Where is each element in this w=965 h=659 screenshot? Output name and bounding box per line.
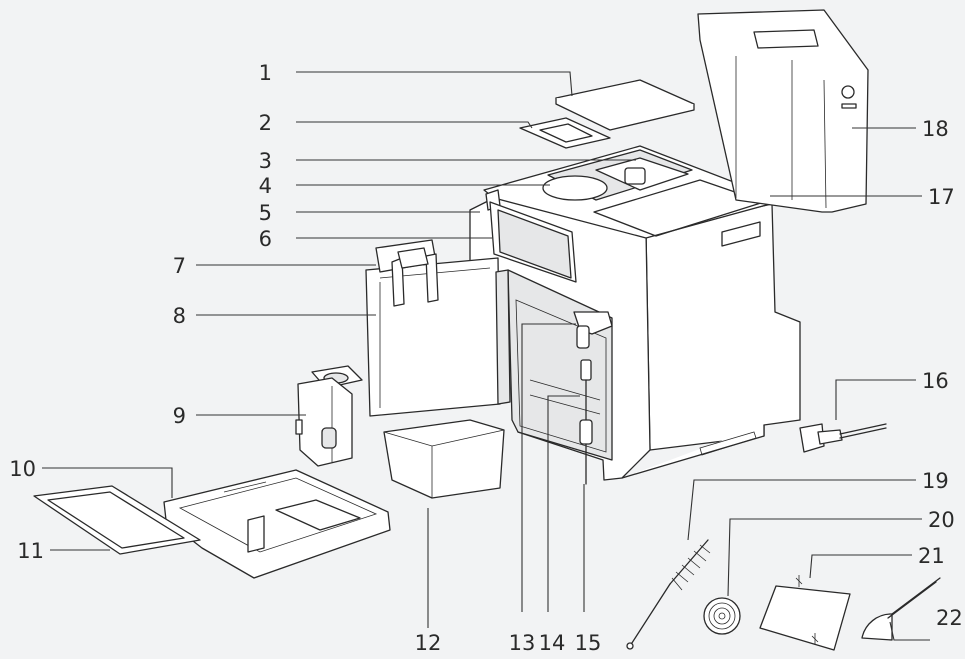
callout-numbers: 1 2 3 4 5 6 7 8 9 10 11 12 13 14 15 16 1… bbox=[9, 61, 962, 655]
callout-7: 7 bbox=[173, 254, 186, 278]
callout-9: 9 bbox=[173, 404, 186, 428]
cleaning-cloth bbox=[759, 575, 851, 651]
callout-15: 15 bbox=[575, 631, 602, 655]
drip-tray bbox=[163, 469, 391, 579]
callout-2: 2 bbox=[259, 111, 272, 135]
callout-13: 13 bbox=[509, 631, 536, 655]
callout-10: 10 bbox=[9, 457, 36, 481]
bean-lid bbox=[555, 79, 695, 131]
callout-18: 18 bbox=[922, 117, 949, 141]
water-tank bbox=[697, 9, 869, 213]
filter-grate bbox=[519, 117, 611, 149]
callout-6: 6 bbox=[259, 227, 272, 251]
brew-unit bbox=[295, 365, 363, 467]
callout-1: 1 bbox=[259, 61, 272, 85]
callout-12: 12 bbox=[415, 631, 442, 655]
callout-3: 3 bbox=[259, 149, 272, 173]
water-filter-disc bbox=[703, 597, 741, 635]
callout-20: 20 bbox=[928, 508, 955, 532]
callout-8: 8 bbox=[173, 304, 186, 328]
grounds-container bbox=[383, 419, 505, 499]
side-door bbox=[365, 257, 511, 417]
machine-body bbox=[469, 145, 887, 485]
drip-block bbox=[375, 239, 439, 307]
callout-16: 16 bbox=[922, 369, 949, 393]
callout-14: 14 bbox=[539, 631, 566, 655]
callout-19: 19 bbox=[922, 469, 949, 493]
callout-4: 4 bbox=[259, 174, 272, 198]
drip-grid bbox=[33, 485, 201, 555]
callout-17: 17 bbox=[928, 185, 955, 209]
callout-11: 11 bbox=[17, 539, 44, 563]
leader-lines bbox=[42, 71, 930, 641]
measuring-spoon bbox=[861, 577, 941, 641]
cleaning-brush bbox=[626, 539, 711, 650]
callout-22: 22 bbox=[936, 606, 963, 630]
callout-5: 5 bbox=[259, 201, 272, 225]
callout-21: 21 bbox=[918, 544, 945, 568]
